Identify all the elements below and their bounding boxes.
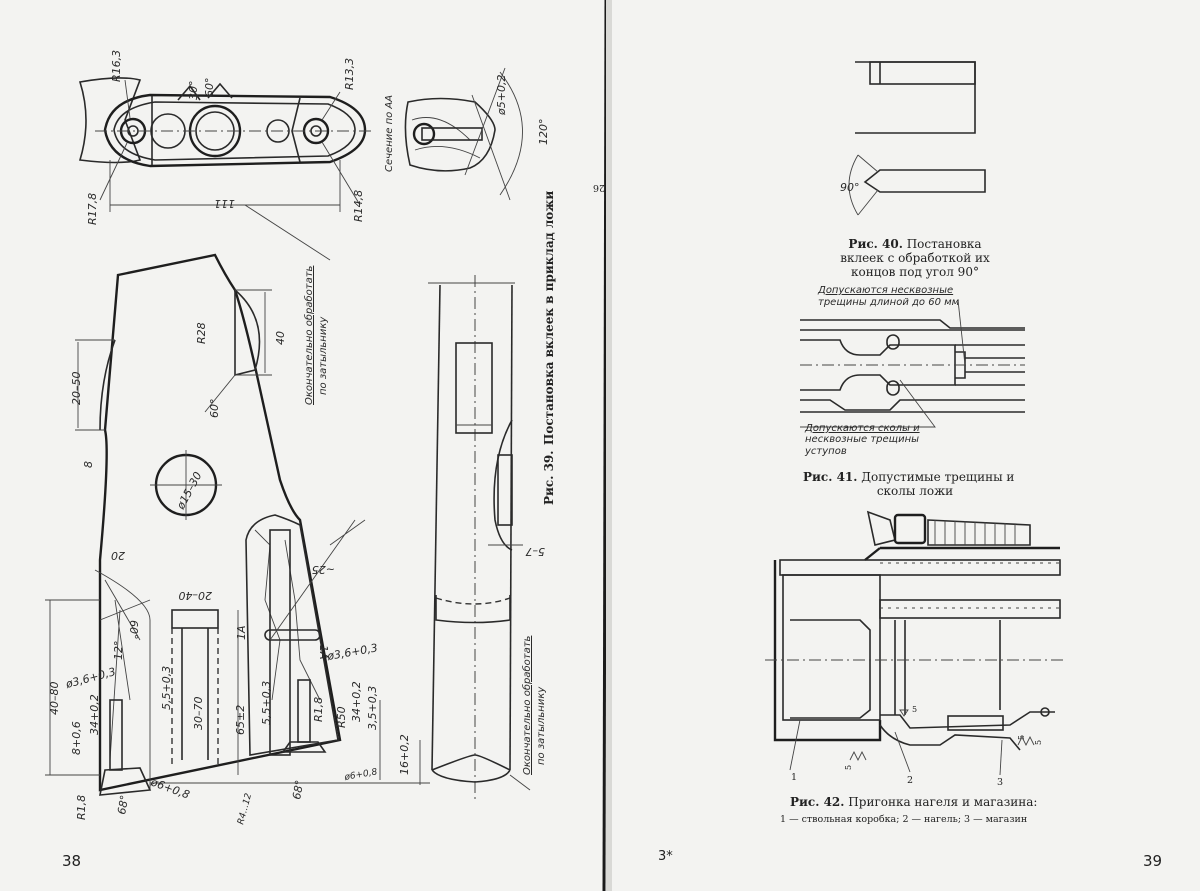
dim-d8-06: 8+0,6 (70, 721, 83, 755)
signature-mark: 3* (658, 849, 673, 864)
dim-section-mark-a1: 1А (235, 625, 248, 640)
fig41-note-bottom-line3: уступов (804, 446, 847, 457)
finish-note-2-line1: Окончательно обработать (521, 635, 533, 775)
fig40-caption-line3: концов под угол 90° (851, 265, 979, 279)
dim-111: 111 (214, 197, 235, 210)
fig41-caption-prefix: Рис. 41. (803, 470, 857, 484)
dim-section-mark-a2: 1А (317, 645, 330, 660)
dim-r18-left: R1,8 (75, 795, 88, 820)
fig42-callout-1: 1 (791, 772, 797, 783)
figure-39-dimension-labels-top: R16,3 R13,3 R17,8 R14,8 111 60° 30° (86, 50, 365, 225)
fig41-note-top-line2: трещины длиной до 60 мм (818, 297, 960, 308)
finish-note-1-line2: по затыльнику (318, 316, 329, 395)
dim-angle-120: 120° (537, 119, 550, 146)
figure-42-drawing: 1 2 3 5 5 5 5 (765, 510, 1065, 788)
page-number-left: 38 (62, 852, 81, 870)
dim-angle60-mid: 60° (127, 620, 140, 640)
dim-r4-12: R4...12 (236, 792, 254, 826)
fig42-caption-line1: Пригонка нагеля и магазина: (848, 795, 1037, 809)
dim-angle-60: 60° (208, 399, 221, 419)
figure-40-drawing: 90° (840, 61, 986, 216)
dim-h20-50: 20–50 (70, 372, 83, 406)
book-gutter (602, 0, 608, 891)
dim-diam-section: ø5+0,2 (495, 75, 508, 116)
fig41-note-top-line1: Допускаются несквозные (817, 285, 953, 296)
fig41-caption-line1: Допустимые трещины и (861, 470, 1014, 484)
fig41-caption-line2: сколы ложи (877, 484, 953, 498)
fig40-caption-line2: вклеек с обработкой их (840, 251, 990, 265)
figure-42-caption: Рис. 42. Пригонка нагеля и магазина: 1 —… (780, 795, 1037, 825)
fig42-callout-2: 2 (907, 775, 913, 786)
figure-39-notes: Окончательно обработать по затыльнику Ок… (303, 265, 547, 775)
dim-w20: 20 (111, 549, 125, 562)
figure-39-section-aa: Сечение по АА ø5+0,2 120° (384, 67, 550, 201)
svg-text:Рис. 41. Допустимые трещины и: Рис. 41. Допустимые трещины и (803, 470, 1014, 484)
fig42-surface-mark-1: 5 (912, 705, 917, 714)
figure-39-top-view-buttplate (78, 77, 375, 261)
figure-39-caption-prefix: Рис. 39. (542, 451, 556, 505)
dim-d35: 3,5+0,3 (366, 686, 379, 730)
finish-note-2-line2: по затыльнику (536, 686, 547, 765)
dim-d55-right: 5,5+0,3 (260, 681, 273, 725)
dim-d34-left: 34+0,2 (88, 694, 101, 735)
dim-h40-80: 40–80 (48, 682, 61, 716)
dim-angle12: 12° (112, 641, 125, 661)
fig42-surface-mark-4: 5 (1034, 740, 1043, 745)
fig41-note-bottom-line1: Допускаются сколы и (804, 423, 920, 434)
fig42-caption-prefix: Рис. 42. (790, 795, 844, 809)
dim-diam36-left: ø3,6+0,3 (63, 665, 117, 691)
figure-40-caption: Рис. 40. Постановка вклеек с обработкой … (840, 237, 990, 279)
dim-h30-70: 30–70 (192, 697, 205, 731)
dim-angle68-left: 68° (115, 794, 131, 815)
dim-r16-3: R16,3 (110, 50, 123, 82)
gutter-shadow (606, 0, 612, 891)
page-number-right: 39 (1143, 852, 1162, 870)
figure-39-front-view (428, 275, 531, 800)
dim-diam-15: ø15–30 (174, 470, 205, 513)
fig42-surface-mark-3: 5 (1017, 735, 1026, 740)
fig40-angle-label: 90° (840, 181, 860, 194)
svg-text:Рис. 40. Постановка: Рис. 40. Постановка (848, 237, 981, 251)
dim-w25: ~25 (312, 563, 335, 576)
dim-d16: 16+0,2 (398, 734, 411, 775)
fig40-caption-line1: Постановка (907, 237, 982, 251)
dim-r18-right: R1,8 (312, 697, 325, 722)
section-aa-label: Сечение по АА (384, 95, 395, 172)
bleed-through-number: 26 (593, 182, 605, 193)
dim-d34-right: 34+0,2 (350, 681, 363, 722)
dim-r50: R50 (335, 706, 348, 728)
dim-r28: R28 (195, 322, 208, 344)
dim-d8: 8 (82, 461, 95, 468)
dim-r17-8: R17,8 (86, 193, 99, 225)
figure-41-drawing: Допускаются несквозные трещины длиной до… (800, 285, 1025, 457)
figure-41-caption: Рис. 41. Допустимые трещины и сколы ложи (803, 470, 1014, 498)
figure-39-side-view-stock (45, 253, 430, 796)
dim-diam6-right: ø6+0,8 (343, 767, 379, 783)
dim-w20-40: 20–40 (179, 589, 213, 602)
fig42-caption-line2: 1 — ствольная коробка; 2 — нагель; 3 — м… (780, 814, 1027, 825)
dim-d57: 5–7 (526, 545, 546, 558)
fig41-note-bottom-line2: несквозные трещины (805, 434, 919, 445)
dim-diam36-right: ø3,6+0,3 (325, 641, 378, 663)
figure-39-caption-text: Постановка вклеек в приклад ложи (542, 191, 556, 445)
dim-angle-30-top: 30° (187, 81, 200, 101)
svg-text:Рис. 42. Пригонка нагеля и ма: Рис. 42. Пригонка нагеля и магазина: (790, 795, 1037, 809)
dim-d55-left: 5,5+0,3 (160, 666, 173, 710)
dim-diam6: ø6+0,8 (148, 775, 191, 801)
dim-h65: 65±2 (234, 705, 247, 735)
fig42-callout-3: 3 (997, 777, 1003, 788)
dim-angle-60-top: 60° (203, 78, 216, 98)
finish-note-1-line1: Окончательно обработать (303, 265, 315, 405)
dim-h40: 40 (274, 331, 287, 345)
dim-r13-3: R13,3 (343, 58, 356, 90)
dim-r14-8: R14,8 (352, 190, 365, 222)
fig40-caption-prefix: Рис. 40. (848, 237, 902, 251)
fig42-surface-mark-2: 5 (844, 765, 853, 770)
dim-angle68-right: 68° (290, 779, 306, 800)
